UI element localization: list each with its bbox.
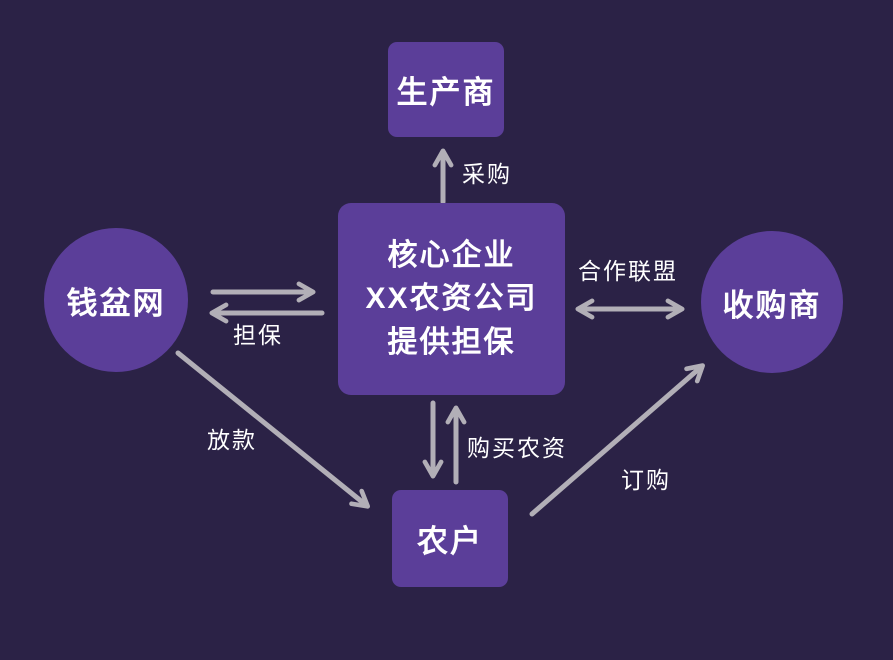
node-producer-label: 生产商 (396, 75, 496, 110)
edge-alliance-label: 合作联盟 (578, 258, 678, 284)
node-qianpen-label: 钱盆网 (66, 285, 166, 321)
node-core-enterprise: 核心企业 XX农资公司 提供担保 (338, 203, 565, 395)
edge-guarantee-label: 担保 (233, 322, 283, 348)
node-producer: 生产商 (388, 42, 504, 137)
edge-loan-arrow (175, 350, 371, 509)
edge-order-label: 订购 (621, 467, 671, 493)
core-label-line1: 核心企业 (387, 238, 516, 272)
edge-order-arrow (529, 363, 705, 517)
core-label-line2: XX农资公司 (365, 282, 538, 316)
edge-buy-label: 购买农资 (467, 435, 567, 461)
core-label-line3: 提供担保 (387, 325, 516, 359)
node-qianpen: 钱盆网 (44, 228, 188, 372)
node-core-enterprise-label: 核心企业 XX农资公司 提供担保 (365, 234, 537, 365)
node-farmer: 农户 (392, 490, 508, 587)
node-farmer-label: 农户 (417, 524, 483, 559)
edge-loan-label: 放款 (207, 427, 257, 453)
edge-procure-label: 采购 (462, 161, 512, 187)
node-buyer: 收购商 (701, 231, 843, 373)
node-buyer-label: 收购商 (722, 287, 822, 323)
